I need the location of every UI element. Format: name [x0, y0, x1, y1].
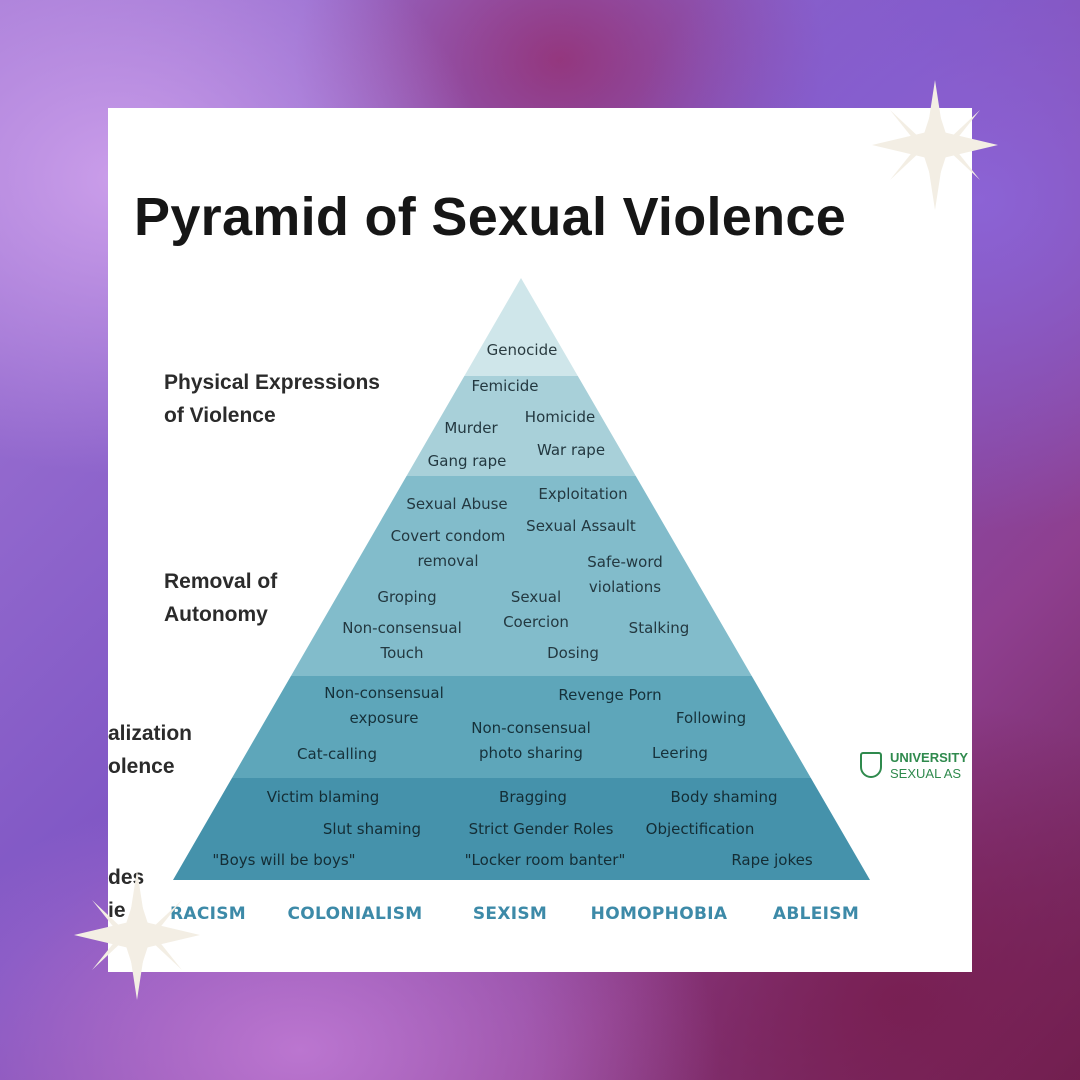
base-sexism: SEXISM — [472, 904, 548, 924]
item-homicide: Homicide — [524, 408, 596, 426]
item-leering: Leering — [652, 744, 708, 762]
item-genocide: Genocide — [486, 341, 558, 359]
item-following: Following — [675, 709, 747, 727]
base-ableism: ABLEISM — [772, 904, 860, 924]
shield-icon — [860, 752, 882, 778]
item-groping: Groping — [377, 588, 437, 606]
pyramid-level-verbal — [173, 676, 870, 778]
sparkle-icon-bottom-left — [74, 870, 200, 1000]
pyramid-level-top — [173, 278, 870, 376]
university-logo: UNIVERSITY SEXUAL AS — [860, 748, 972, 788]
base-colonialism: COLONIALISM — [287, 904, 423, 924]
item-stalking: Stalking — [628, 619, 690, 637]
item-war-rape: War rape — [536, 441, 606, 459]
item-boys-will-be-boys: "Boys will be boys" — [212, 851, 356, 869]
item-locker-room-banter: "Locker room banter" — [464, 851, 626, 869]
item-gang-rape: Gang rape — [427, 452, 507, 470]
item-body-shaming: Body shaming — [670, 788, 778, 806]
item-rape-jokes: Rape jokes — [731, 851, 813, 869]
item-exploitation: Exploitation — [538, 485, 628, 503]
base-racism: RACISM — [169, 904, 247, 924]
item-objectification: Objectification — [645, 820, 755, 838]
pyramid — [173, 278, 870, 880]
item-victim-blaming: Victim blaming — [266, 788, 380, 806]
base-homophobia: HOMOPHOBIA — [590, 904, 728, 924]
sparkle-icon-top-right — [872, 80, 998, 210]
item-femicide: Femicide — [471, 377, 539, 395]
item-sexual-assault: Sexual Assault — [526, 517, 636, 535]
item-strict-gender-roles: Strict Gender Roles — [468, 820, 614, 838]
page-title: Pyramid of Sexual Violence — [134, 187, 847, 247]
item-slut-shaming: Slut shaming — [322, 820, 422, 838]
item-revenge-porn: Revenge Porn — [558, 686, 662, 704]
item-murder: Murder — [444, 419, 498, 437]
infographic-card: Pyramid of Sexual Violence Physical Expr… — [108, 108, 972, 972]
item-cat-calling: Cat-calling — [297, 745, 377, 763]
item-bragging: Bragging — [499, 788, 567, 806]
pyramid-level-attitudes — [173, 778, 870, 880]
item-dosing: Dosing — [547, 644, 599, 662]
item-sexual-abuse: Sexual Abuse — [406, 495, 508, 513]
